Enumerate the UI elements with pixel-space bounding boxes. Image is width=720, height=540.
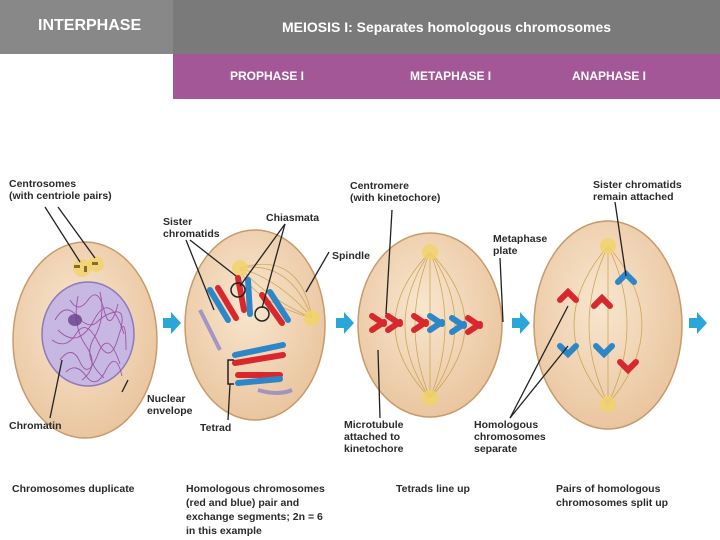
phase-label-prophase: PROPHASE I — [230, 69, 305, 83]
anaphase-cell — [533, 220, 683, 430]
interphase-header-bar — [0, 0, 173, 54]
chromatin-tangle — [51, 291, 127, 383]
caption-prophase: Homologous chromosomes(red and blue) pai… — [186, 483, 325, 537]
caption-metaphase: Tetrads line up — [396, 483, 470, 495]
caption-interphase: Chromosomes duplicate — [12, 483, 135, 495]
metaphase-cell — [357, 232, 503, 418]
meiosis-title: MEIOSIS I: Separates homologous chromoso… — [282, 19, 612, 35]
phase-header-bar — [173, 54, 720, 99]
interphase-centrosomes — [73, 256, 104, 277]
anaphase-spindle — [573, 245, 643, 405]
metaphase-tetrads — [369, 313, 483, 335]
label-chromatin: Chromatin — [9, 420, 62, 432]
metaphase-spindle — [394, 251, 466, 399]
phase-label-metaphase: METAPHASE I — [410, 69, 492, 83]
phase-label-anaphase: ANAPHASE I — [572, 69, 647, 83]
anaphase-chromosomes — [557, 269, 639, 375]
nucleolus — [68, 314, 82, 326]
prophase-cell — [184, 229, 326, 421]
interphase-title: INTERPHASE — [38, 17, 142, 34]
tetrad-bracket — [227, 359, 234, 385]
interphase-cell — [12, 241, 158, 439]
label-centromere: Centromere(with kinetochore) — [350, 180, 441, 204]
leader-lines — [44, 201, 627, 421]
nucleus — [41, 281, 135, 387]
stage-arrows — [163, 312, 707, 334]
meiosis-header-bar — [173, 0, 720, 54]
label-centrosomes: Centrosomes(with centriole pairs) — [9, 178, 112, 202]
label-tetrad: Tetrad — [200, 422, 232, 434]
label-chiasmata: Chiasmata — [266, 212, 320, 224]
chiasma-ring-1 — [230, 282, 246, 298]
label-spindle: Spindle — [332, 250, 370, 262]
